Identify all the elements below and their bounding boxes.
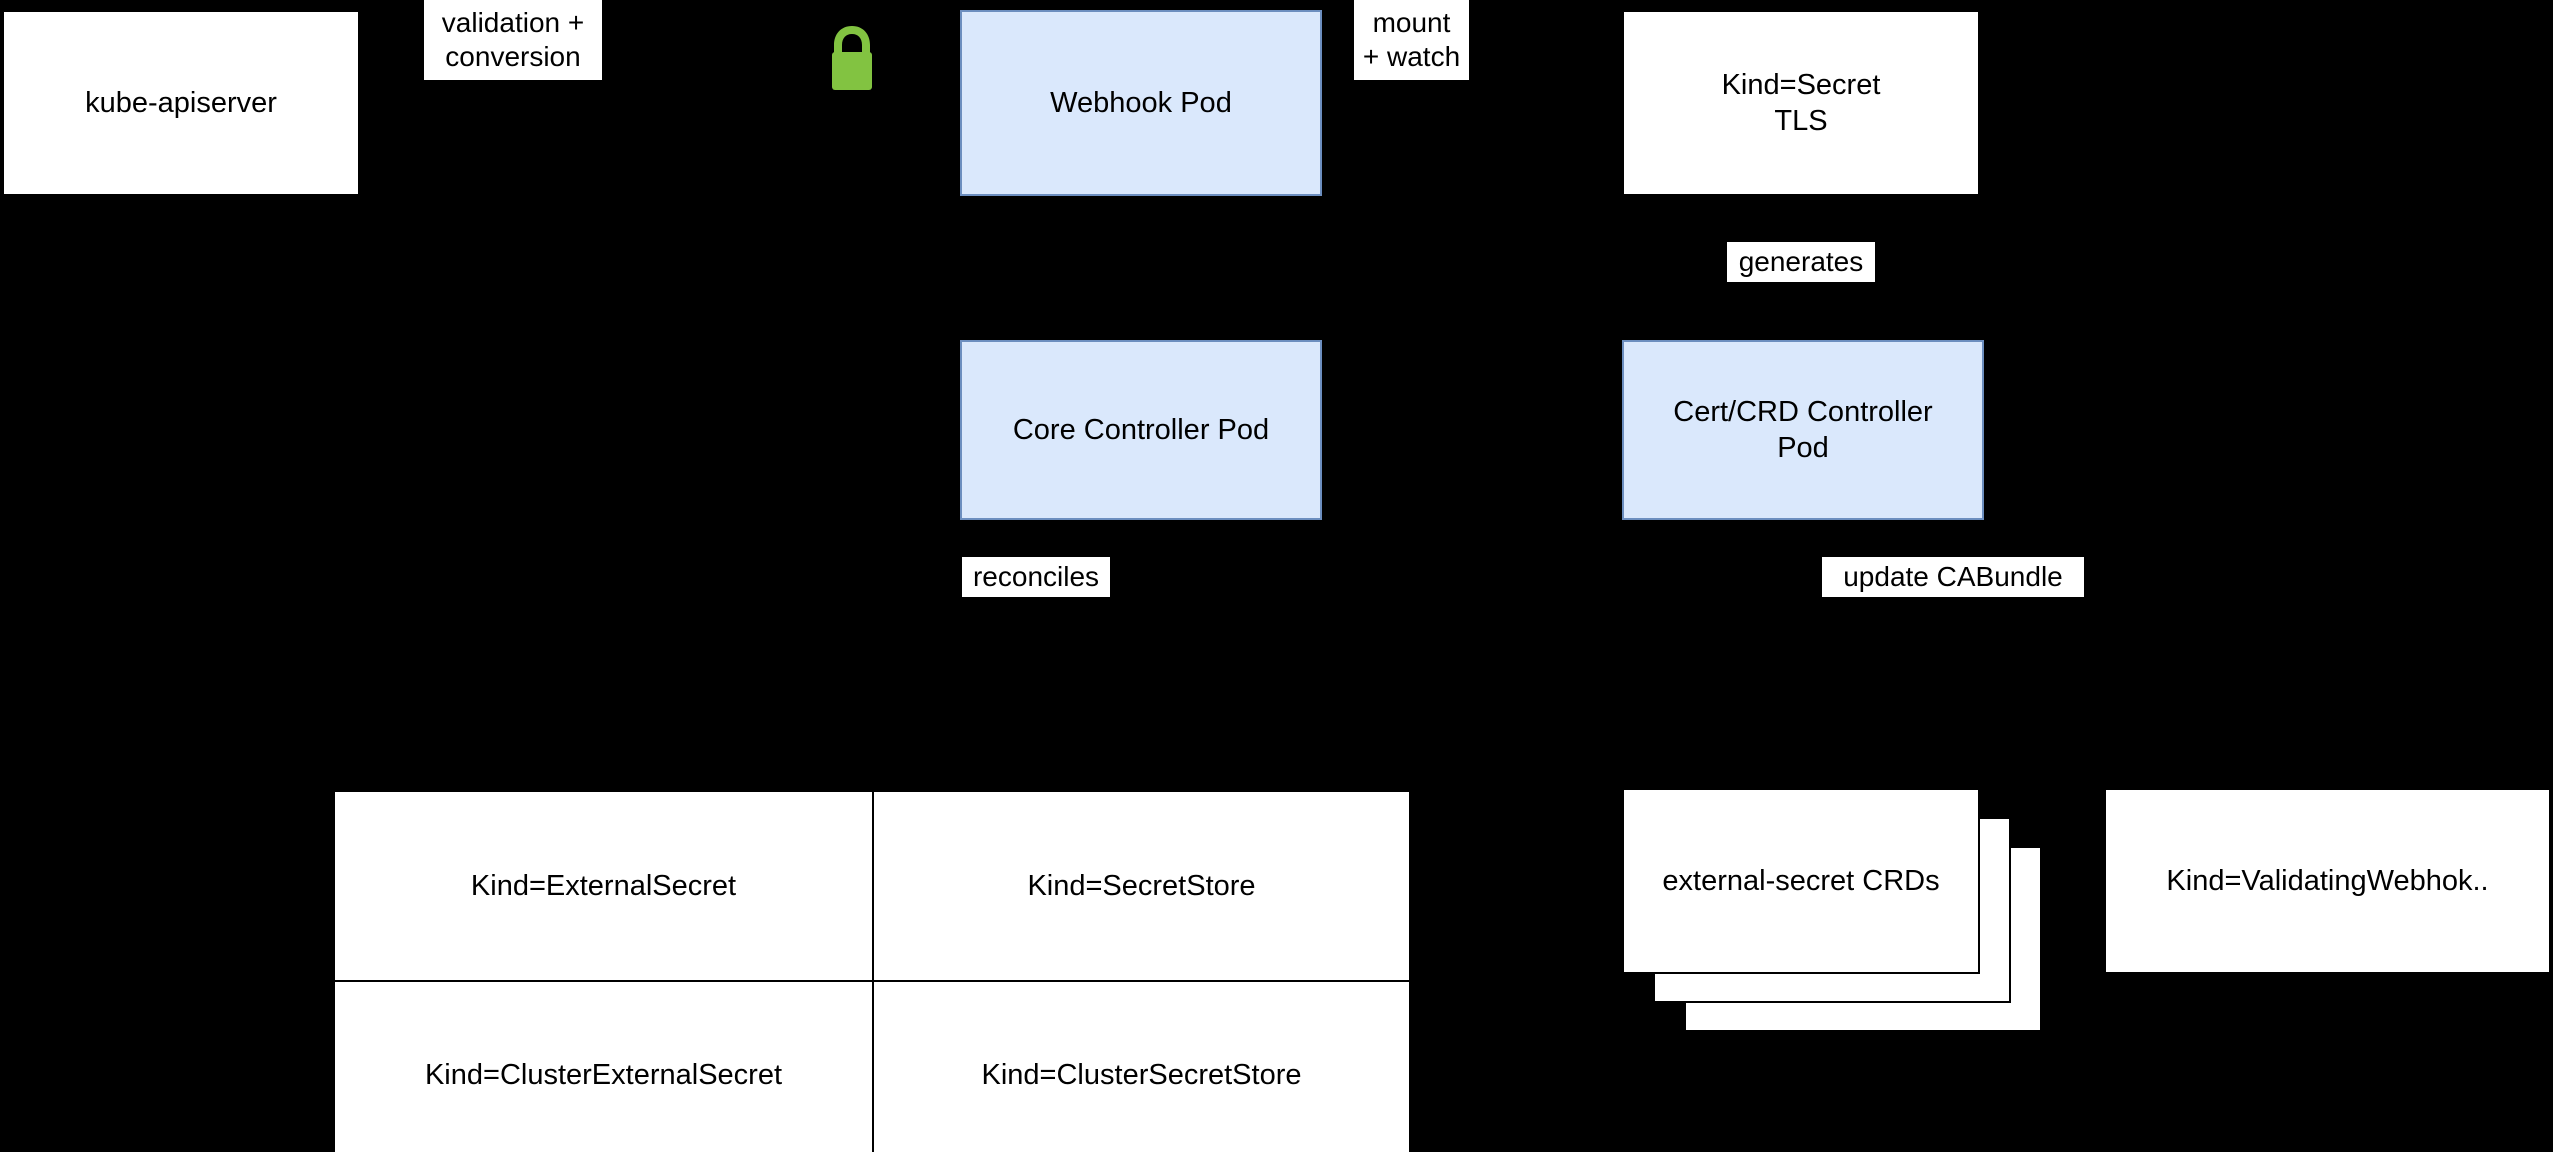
edge-label-validation-conversion: validation + conversion	[424, 0, 602, 80]
kind-cell-secret-store[interactable]: Kind=SecretStore	[872, 792, 1409, 980]
edge-label-mount-watch: mount + watch	[1354, 0, 1469, 80]
edge-label-reconciles: reconciles	[962, 557, 1110, 597]
stack-sheet-front[interactable]: external-secret CRDs	[1622, 788, 1980, 974]
kind-cell-cluster-external-secret[interactable]: Kind=ClusterExternalSecret	[335, 980, 872, 1152]
node-core-controller-pod[interactable]: Core Controller Pod	[960, 340, 1322, 520]
node-cert-crd-controller-pod[interactable]: Cert/CRD Controller Pod	[1622, 340, 1984, 520]
node-kind-validating-webhook[interactable]: Kind=ValidatingWebhok..	[2104, 788, 2551, 974]
node-webhook-pod[interactable]: Webhook Pod	[960, 10, 1322, 196]
node-kube-apiserver[interactable]: kube-apiserver	[2, 10, 360, 196]
node-kind-secret-tls[interactable]: Kind=Secret TLS	[1622, 10, 1980, 196]
lock-icon	[822, 20, 882, 90]
node-external-secret-crds-stack[interactable]: external-secret CRDs	[1622, 788, 2052, 1038]
kind-cell-cluster-secret-store[interactable]: Kind=ClusterSecretStore	[872, 980, 1409, 1152]
kind-table: Kind=ExternalSecret Kind=SecretStore Kin…	[333, 790, 1411, 1152]
kind-cell-external-secret[interactable]: Kind=ExternalSecret	[335, 792, 872, 980]
edge-label-generates: generates	[1727, 242, 1875, 282]
edge-label-update-cabundle: update CABundle	[1822, 557, 2084, 597]
